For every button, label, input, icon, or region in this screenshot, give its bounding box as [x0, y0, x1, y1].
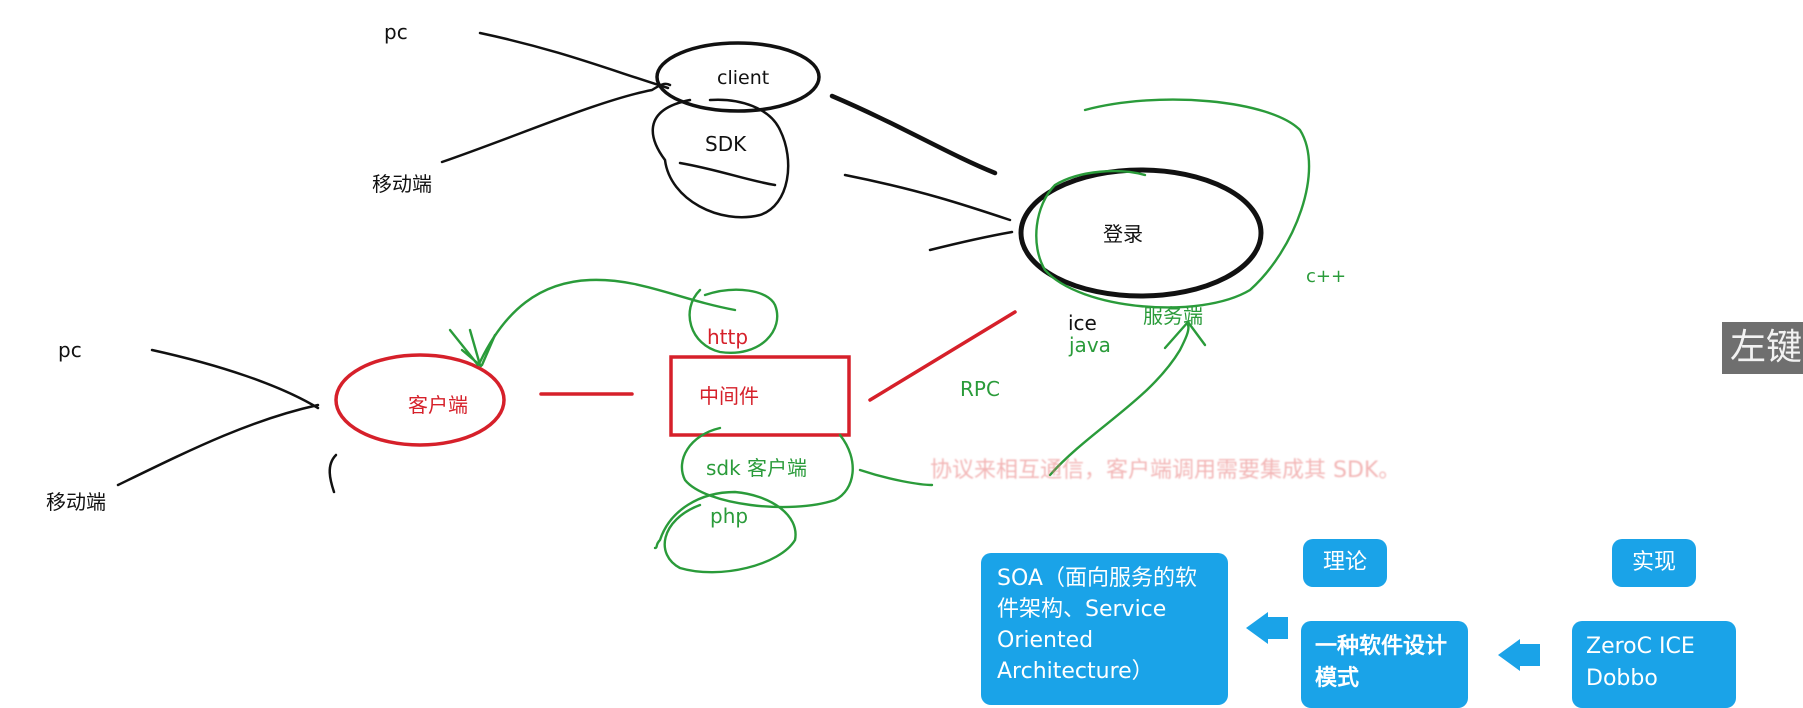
sdk-client-tail [858, 468, 934, 487]
design-pattern-box: 一种软件设计模式 [1301, 621, 1468, 708]
soa-text: SOA（面向服务的软件架构、Service Oriented Architect… [997, 566, 1197, 684]
small-curve [328, 453, 338, 494]
faded-background-text: 协议来相互通信，客户端调用需要集成其 SDK。 [930, 458, 1401, 483]
left-key-overlay: 左键 [1722, 322, 1803, 374]
impl-label: 实现 [1631, 550, 1676, 575]
sdk-to-login-line [843, 173, 1012, 222]
ice-label: ice [1068, 311, 1097, 335]
sdk-to-server-arrow [1048, 323, 1190, 477]
impl-tag: 实现 [1612, 539, 1696, 587]
java-label: java [1069, 333, 1111, 357]
server-arrow-head [1163, 320, 1207, 350]
rpc-label: RPC [960, 377, 1000, 401]
client-cn-label: 客户端 [408, 393, 468, 417]
bottom-mobile-line [116, 403, 320, 487]
pc-to-client-line [478, 31, 670, 90]
http-loop [688, 288, 779, 355]
bottom-pc-label: pc [58, 338, 82, 362]
client-arrow-strokes [448, 328, 497, 368]
sdk-client-loop [680, 426, 854, 509]
http-label: http [707, 325, 749, 349]
top-pc-label: pc [384, 20, 408, 44]
left-to-login-line [928, 230, 1014, 252]
middleware-label: 中间件 [699, 384, 759, 408]
sdk-inner-line [678, 161, 777, 187]
impl-box: ZeroC ICE Dobbo [1572, 621, 1736, 708]
soa-box: SOA（面向服务的软件架构、Service Oriented Architect… [981, 553, 1228, 705]
sdk-loop [651, 98, 790, 219]
php-label: php [710, 504, 749, 528]
sdk-label: SDK [705, 132, 747, 156]
top-mobile-label: 移动端 [372, 172, 432, 196]
server-label: 服务端 [1143, 304, 1203, 328]
theory-label: 理论 [1322, 550, 1367, 575]
mobile-to-client-line [440, 82, 672, 164]
cpp-label: c++ [1306, 266, 1347, 287]
client-label: client [717, 67, 770, 89]
http-to-client-arrow [478, 278, 737, 364]
impl-text: ZeroC ICE Dobbo [1586, 634, 1695, 691]
bottom-mobile-label: 移动端 [46, 490, 106, 514]
sdk-client-label: sdk 客户端 [706, 456, 808, 480]
theory-tag: 理论 [1303, 539, 1387, 587]
login-ellipse [1018, 167, 1264, 299]
client-to-login-line [829, 93, 998, 176]
bottom-pc-line [150, 348, 320, 410]
server-loop [1035, 98, 1311, 309]
middleware-to-server-line [868, 310, 1017, 402]
client-ellipse [655, 41, 821, 113]
design-pattern-text: 一种软件设计模式 [1315, 634, 1448, 691]
client-red-ellipse [334, 353, 506, 447]
php-loop [653, 490, 797, 574]
middleware-rect [669, 355, 851, 437]
login-label: 登录 [1103, 222, 1143, 246]
